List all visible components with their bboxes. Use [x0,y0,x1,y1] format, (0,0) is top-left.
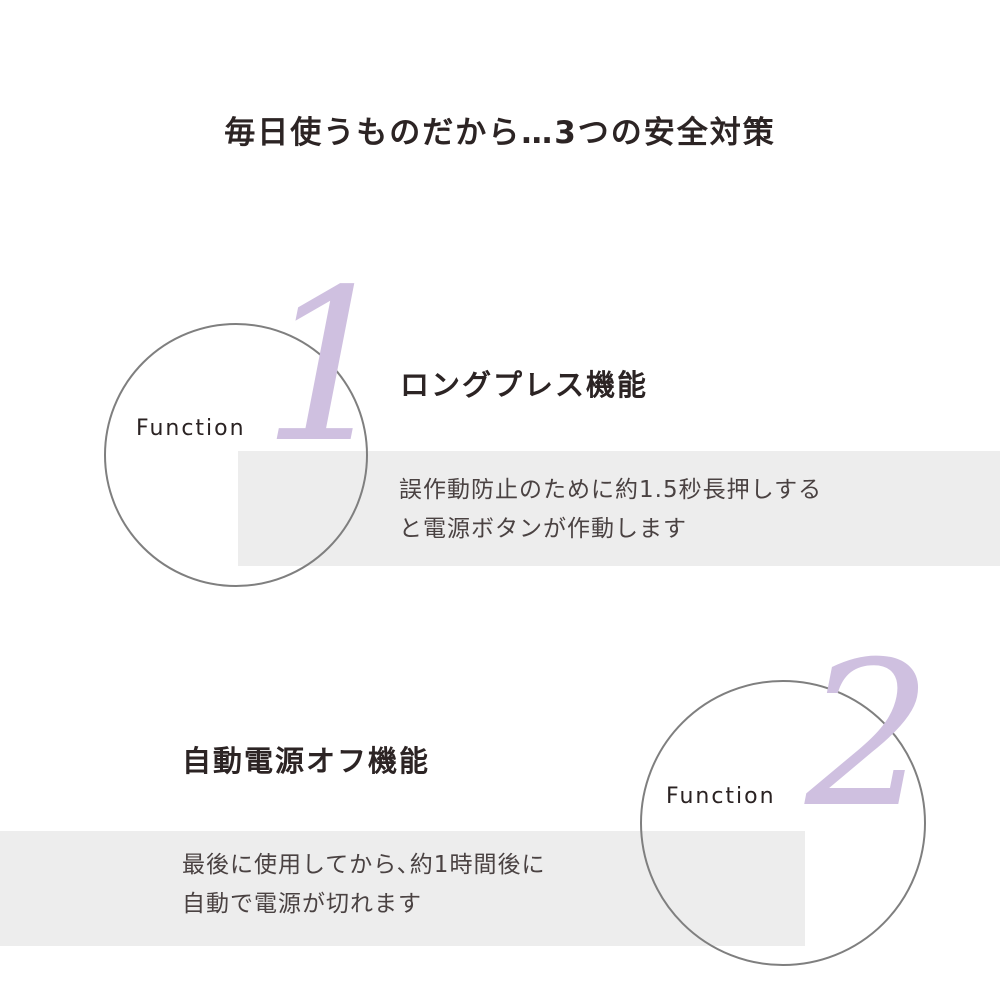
feature-2-description: 最後に使用してから､約1時間後に 自動で電源が切れます [182,846,545,924]
feature-2-description-line-2: 自動で電源が切れます [182,891,422,917]
feature-1-function-label: Function [136,416,246,441]
feature-1-circle [104,323,368,587]
feature-2-function-label: Function [666,784,776,809]
feature-2-title: 自動電源オフ機能 [182,744,431,778]
feature-1-number: 1 [262,244,396,489]
feature-2-description-line-1: 最後に使用してから､約1時間後に [182,852,546,878]
feature-1-description-line-2: と電源ボタンが作動します [399,516,687,542]
feature-1-title: ロングプレス機能 [400,368,649,402]
feature-2-circle [640,680,926,966]
feature-2-number: 2 [805,619,933,852]
feature-1-description: 誤作動防止のために約1.5秒長押しする と電源ボタンが作動します [399,471,822,549]
page-title: 毎日使うものだから…3つの安全対策 [224,115,776,151]
feature-1-description-line-1: 誤作動防止のために約1.5秒長押しする [399,477,823,503]
